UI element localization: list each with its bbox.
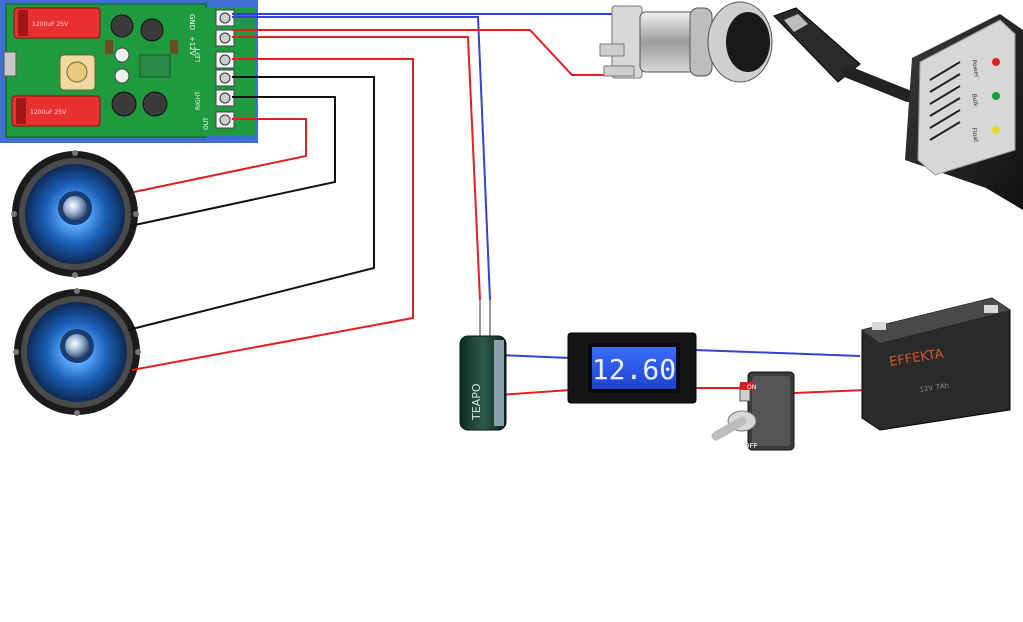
wire-right-minus — [129, 96, 336, 227]
battery: EFFEKTA 12V 7Ah — [861, 297, 1011, 431]
charger-led-label-float: Float — [970, 127, 980, 143]
wire-12v-to-jack — [232, 29, 612, 76]
wire-switch-to-battery — [793, 389, 867, 394]
wire-left-plus — [131, 58, 414, 371]
label-left: LEFT — [195, 48, 202, 62]
toggle-switch[interactable]: ON OFF — [711, 371, 795, 451]
digital-voltmeter: 12.60 — [567, 332, 697, 404]
amplifier-board: GND +12V 1200uF 25V 1200uF 25V LEFT RIGH… — [0, 0, 258, 143]
dc-plug — [773, 7, 914, 102]
dc-power-jack — [599, 1, 773, 83]
label-gnd: GND — [188, 14, 196, 30]
charger-vents — [929, 61, 961, 141]
wire-left-minus — [127, 76, 375, 331]
switch-on-label: ON — [747, 384, 756, 391]
charger-led-float — [992, 126, 1000, 134]
label-out: OUT — [203, 117, 210, 130]
wire-cap-to-meter-blue — [499, 354, 571, 359]
switch-off-label: OFF — [744, 442, 758, 450]
label-cap-bottom: 1200uF 25V — [30, 109, 67, 116]
wire-gnd-to-capacitor — [232, 16, 491, 301]
label-right: RIGHT — [195, 91, 202, 110]
charger-led-bulk — [992, 92, 1000, 100]
capacitor-label: TEAPO — [470, 383, 483, 421]
speaker-right — [13, 288, 141, 416]
charger-led-label-bulk: Bulk — [970, 93, 979, 108]
electrolytic-capacitor: TEAPO — [459, 300, 507, 431]
wire-right-plus — [133, 118, 307, 193]
voltmeter-reading: 12.60 — [592, 353, 676, 386]
speaker-left — [11, 150, 139, 278]
charger-led-label-power: Power — [970, 59, 980, 79]
label-12v: +12V — [188, 36, 196, 56]
label-cap-top: 1200uF 25V — [32, 21, 69, 28]
wire-12v-to-capacitor — [232, 36, 481, 301]
wire-cap-to-meter-red — [499, 389, 571, 396]
charger-led-power — [992, 58, 1000, 66]
board-capacitor-bottom — [11, 95, 101, 127]
wires — [127, 13, 867, 396]
board-capacitor-top — [13, 7, 101, 39]
wire-meter-to-battery — [694, 349, 861, 357]
battery-charger: Power Bulk Float — [905, 14, 1023, 210]
terminal-block — [215, 9, 235, 129]
